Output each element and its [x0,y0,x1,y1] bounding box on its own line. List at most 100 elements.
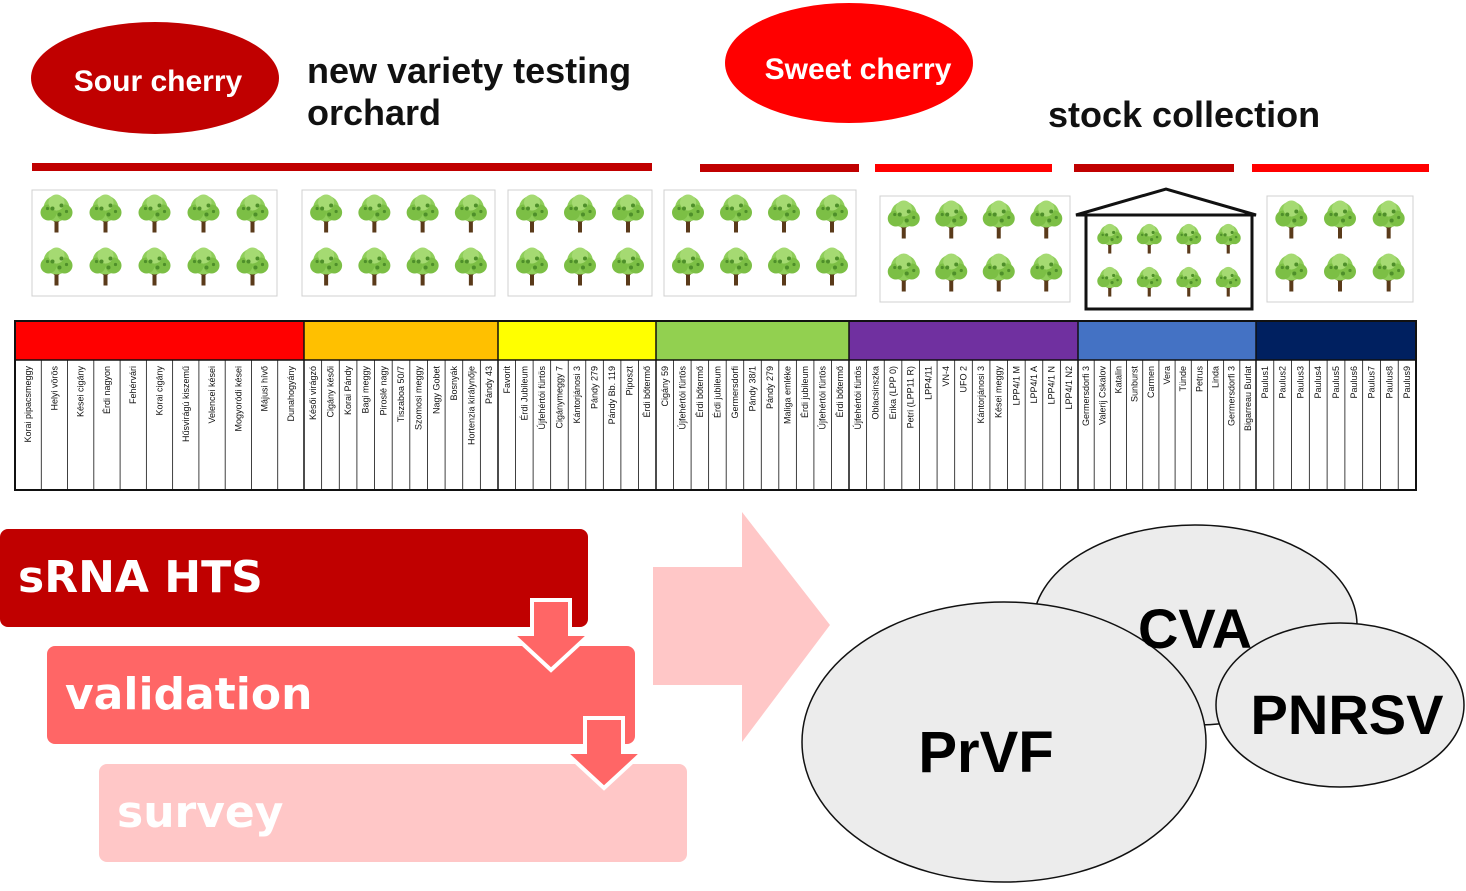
cultivar-label: Bagi meggy [361,366,371,414]
cultivar-label: Sunburst [1130,366,1140,403]
cultivar-label: Késői virágzó [308,366,318,420]
cultivar-label: Szomosi meggy [414,366,424,431]
orchard-title-line2: orchard [307,92,442,133]
divider-bar-sweet-1 [700,164,859,172]
divider-bar-sweet-3 [1074,164,1234,172]
step-survey: survey [99,764,687,862]
cultivar-label: Helyi vörös [49,366,59,411]
orchard-plot [301,189,496,297]
cultivar-label: Dunahogyány [286,366,296,422]
orchard-plot [1096,223,1242,298]
orchard-plot [507,189,653,297]
tree-icon [1214,223,1242,255]
cultivar-label: Kései meggy [994,366,1004,419]
cultivar-label: Oblacsinszka [870,366,880,420]
orchard-title: new variety testing orchard [307,50,631,134]
cultivar-label: Cigány késői [325,366,335,418]
virus-label-prvf: PrVF [918,720,1053,785]
cultivar-label: Bigarreau Burlat [1243,366,1253,432]
cultivar-label: Erika (LPP 0) [888,366,898,419]
big-arrow-icon [653,512,830,742]
cultivar-label: Paulus2 [1278,366,1288,399]
cultivar-label: Bosnyák [449,366,459,401]
color-band [15,321,304,360]
orchard-plot [879,195,1071,303]
cultivar-label: LPP4/1 N2 [1064,366,1074,410]
cultivar-label: Piposzt [625,366,635,396]
cultivar-label: Paulus3 [1295,366,1305,399]
orchard-plot [1266,195,1414,303]
tree-icon [1096,223,1124,255]
cultivar-label: Tiszaboa 50/7 [396,366,406,422]
tree-icon [1175,223,1203,255]
cultivar-label: Hortenzia királynője [467,366,477,445]
cultivar-label: Érdi jubileum [712,366,722,418]
orchard-plot [31,189,278,297]
orchard-plot [663,189,857,297]
color-band [1256,321,1416,360]
tree-icon [1135,223,1163,255]
cultivar-label: LPP4/1 A [1029,366,1039,404]
cultivar-label: Hűsvirágú kiszemű [181,366,191,442]
cultivar-label: Petri (LPP11 R) [906,366,916,428]
tree-icon [1175,266,1203,298]
color-band [849,321,1078,360]
step-validation: validation [47,646,635,744]
color-band [656,321,849,360]
sour-cherry-ellipse [31,22,279,134]
cultivar-label: VN-4 [941,366,951,387]
house-icon [1075,187,1257,311]
cultivar-label: Paulus5 [1331,366,1341,399]
tree-icon [1096,266,1124,298]
color-band [498,321,656,360]
cultivar-label: Nagy Gobet [431,366,441,415]
cultivar-label: Újfehértói fürtös [677,366,687,430]
cultivar-label: Érdi jubileum [800,366,810,418]
cultivar-label: Vera [1162,366,1172,385]
cultivar-label: Kántorjánosi 3 [572,366,582,424]
cultivar-label: Újfehértói fürtös [853,366,863,430]
cultivar-label: Piroslé nagy [378,366,388,416]
cultivar-label: Paulus1 [1260,366,1270,399]
cultivar-label: Érdi bőtermő [835,366,845,418]
divider-bar-sweet-4 [1252,164,1429,172]
orchard-title-line1: new variety testing [307,50,632,91]
section-divider-bars [32,163,1429,172]
divider-bar-sour [32,163,652,171]
cultivar-label: LPP4/1 N [1047,366,1057,405]
sour-cherry-label: Sour cherry [74,65,243,98]
cultivar-label: Tünde [1178,366,1188,392]
cultivar-label: Pándy 43 [484,366,494,404]
cultivar-label: Kántorjánosi 3 [976,366,986,424]
cultivar-label: Valerij Cskalov [1097,366,1107,425]
cultivar-label: Cigány 59 [660,366,670,407]
cultivar-label: Májusi hívő [260,366,270,412]
color-band [1078,321,1256,360]
cultivar-label: Germersdorfi 3 [1081,366,1091,426]
virus-label-cva: CVA [1138,597,1252,660]
cultivar-label: Pándy 279 [590,366,600,409]
cultivar-label: Velencei kései [207,366,217,424]
table-border [14,320,1417,491]
cultivar-label: Paulus8 [1384,366,1394,399]
tree-icon [1214,266,1242,298]
divider-bar-sweet-2 [875,164,1052,172]
orchard-plots [31,189,1414,303]
cultivar-label: Korai pipacsmeggy [23,366,33,443]
cultivar-label: Paulus4 [1313,366,1323,399]
sweet-cherry-label: Sweet cherry [765,53,952,86]
tree-icon [1135,266,1163,298]
cultivar-label: Érdi nagyon [102,366,112,414]
cultivar-label: Linda [1211,366,1221,388]
cultivar-label: Érdi bőtermő [642,366,652,418]
cultivar-label: Petrus [1194,366,1204,393]
color-band [304,321,498,360]
pnrsv-ellipse [1215,622,1465,788]
cultivar-label: Maliga emléke [783,366,793,424]
prvf-ellipse [801,601,1207,883]
stock-collection-title: stock collection [1048,94,1321,135]
cultivar-label: Favorit [502,366,512,394]
virus-label-pnrsv: PNRSV [1251,683,1444,746]
